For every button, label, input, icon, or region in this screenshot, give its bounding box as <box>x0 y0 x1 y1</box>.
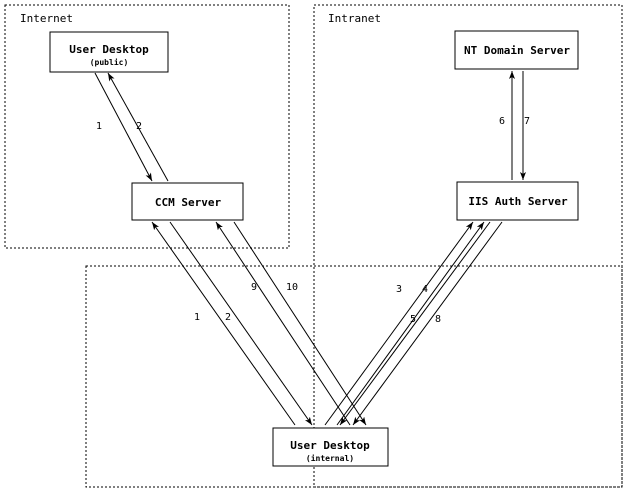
zone-label-intranet: Intranet <box>328 12 381 25</box>
flow-label-10: 10 <box>286 282 298 293</box>
flow-label-9: 9 <box>251 282 257 293</box>
zone-internet-boundary <box>4 4 290 249</box>
edge-flow-2-ccm-to-public <box>107 72 169 182</box>
node-subtitle-user-desktop-internal: (internal) <box>306 453 354 463</box>
zone-label-internet: Internet <box>20 12 73 25</box>
edge-group-internal-iis-lower <box>336 221 503 426</box>
node-user-desktop-internal[interactable]: User Desktop (internal) <box>272 427 389 467</box>
edge-group-public-ccm <box>94 72 169 182</box>
edge-flow-10-ccm-to-internal <box>233 221 367 426</box>
node-title-ccm-server: CCM Server <box>155 196 222 209</box>
edge-flow-2b-ccm-to-internal <box>169 221 313 426</box>
edge-group-internal-iis-upper <box>324 221 491 426</box>
flow-label-5: 5 <box>410 314 416 325</box>
zone-intranet-boundary <box>313 4 623 488</box>
flow-label-6: 6 <box>499 116 505 127</box>
node-box-user-desktop-internal[interactable] <box>272 427 389 467</box>
edge-flow-5-internal-to-iis <box>336 221 485 426</box>
edge-flow-1-public-to-ccm <box>94 72 153 182</box>
flow-label-2-internal: 2 <box>225 312 231 323</box>
edge-flow-4-iis-to-internal <box>339 221 491 426</box>
node-title-nt-domain-server: NT Domain Server <box>464 44 570 57</box>
node-box-user-desktop-public[interactable] <box>49 31 169 73</box>
edge-group-ccm-internal-left <box>151 221 313 426</box>
zone-internal-boundary <box>85 265 623 488</box>
node-box-ccm-server[interactable] <box>131 182 244 221</box>
node-title-user-desktop-public: User Desktop <box>69 43 149 56</box>
node-user-desktop-public[interactable]: User Desktop (public) <box>49 31 169 73</box>
edge-flow-1b-internal-to-ccm <box>151 221 296 426</box>
flow-label-2-public: 2 <box>136 121 142 132</box>
flow-label-1-public: 1 <box>96 121 102 132</box>
flow-step-labels: 1 2 1 2 3 4 5 6 7 8 9 10 <box>96 116 530 325</box>
node-box-iis-auth-server[interactable] <box>456 181 579 221</box>
flow-label-8: 8 <box>435 314 441 325</box>
node-ccm-server[interactable]: CCM Server <box>131 182 244 221</box>
flow-label-1-internal: 1 <box>194 312 200 323</box>
flow-label-7: 7 <box>524 116 530 127</box>
edge-group-iis-nt <box>509 71 526 180</box>
node-subtitle-user-desktop-public: (public) <box>90 57 129 67</box>
edge-flow-3-internal-to-iis <box>324 221 474 426</box>
node-title-user-desktop-internal: User Desktop <box>290 439 370 452</box>
flow-label-3: 3 <box>396 284 402 295</box>
edge-flow-8-iis-to-internal <box>352 221 503 426</box>
edge-flow-9-internal-to-ccm <box>215 221 351 426</box>
node-box-nt-domain-server[interactable] <box>454 30 579 70</box>
node-nt-domain-server[interactable]: NT Domain Server <box>454 30 579 70</box>
zone-boundaries <box>4 4 623 488</box>
flow-label-4: 4 <box>422 284 428 295</box>
node-iis-auth-server[interactable]: IIS Auth Server <box>456 181 579 221</box>
edge-group-ccm-internal-right <box>215 221 367 426</box>
node-title-iis-auth-server: IIS Auth Server <box>468 195 568 208</box>
